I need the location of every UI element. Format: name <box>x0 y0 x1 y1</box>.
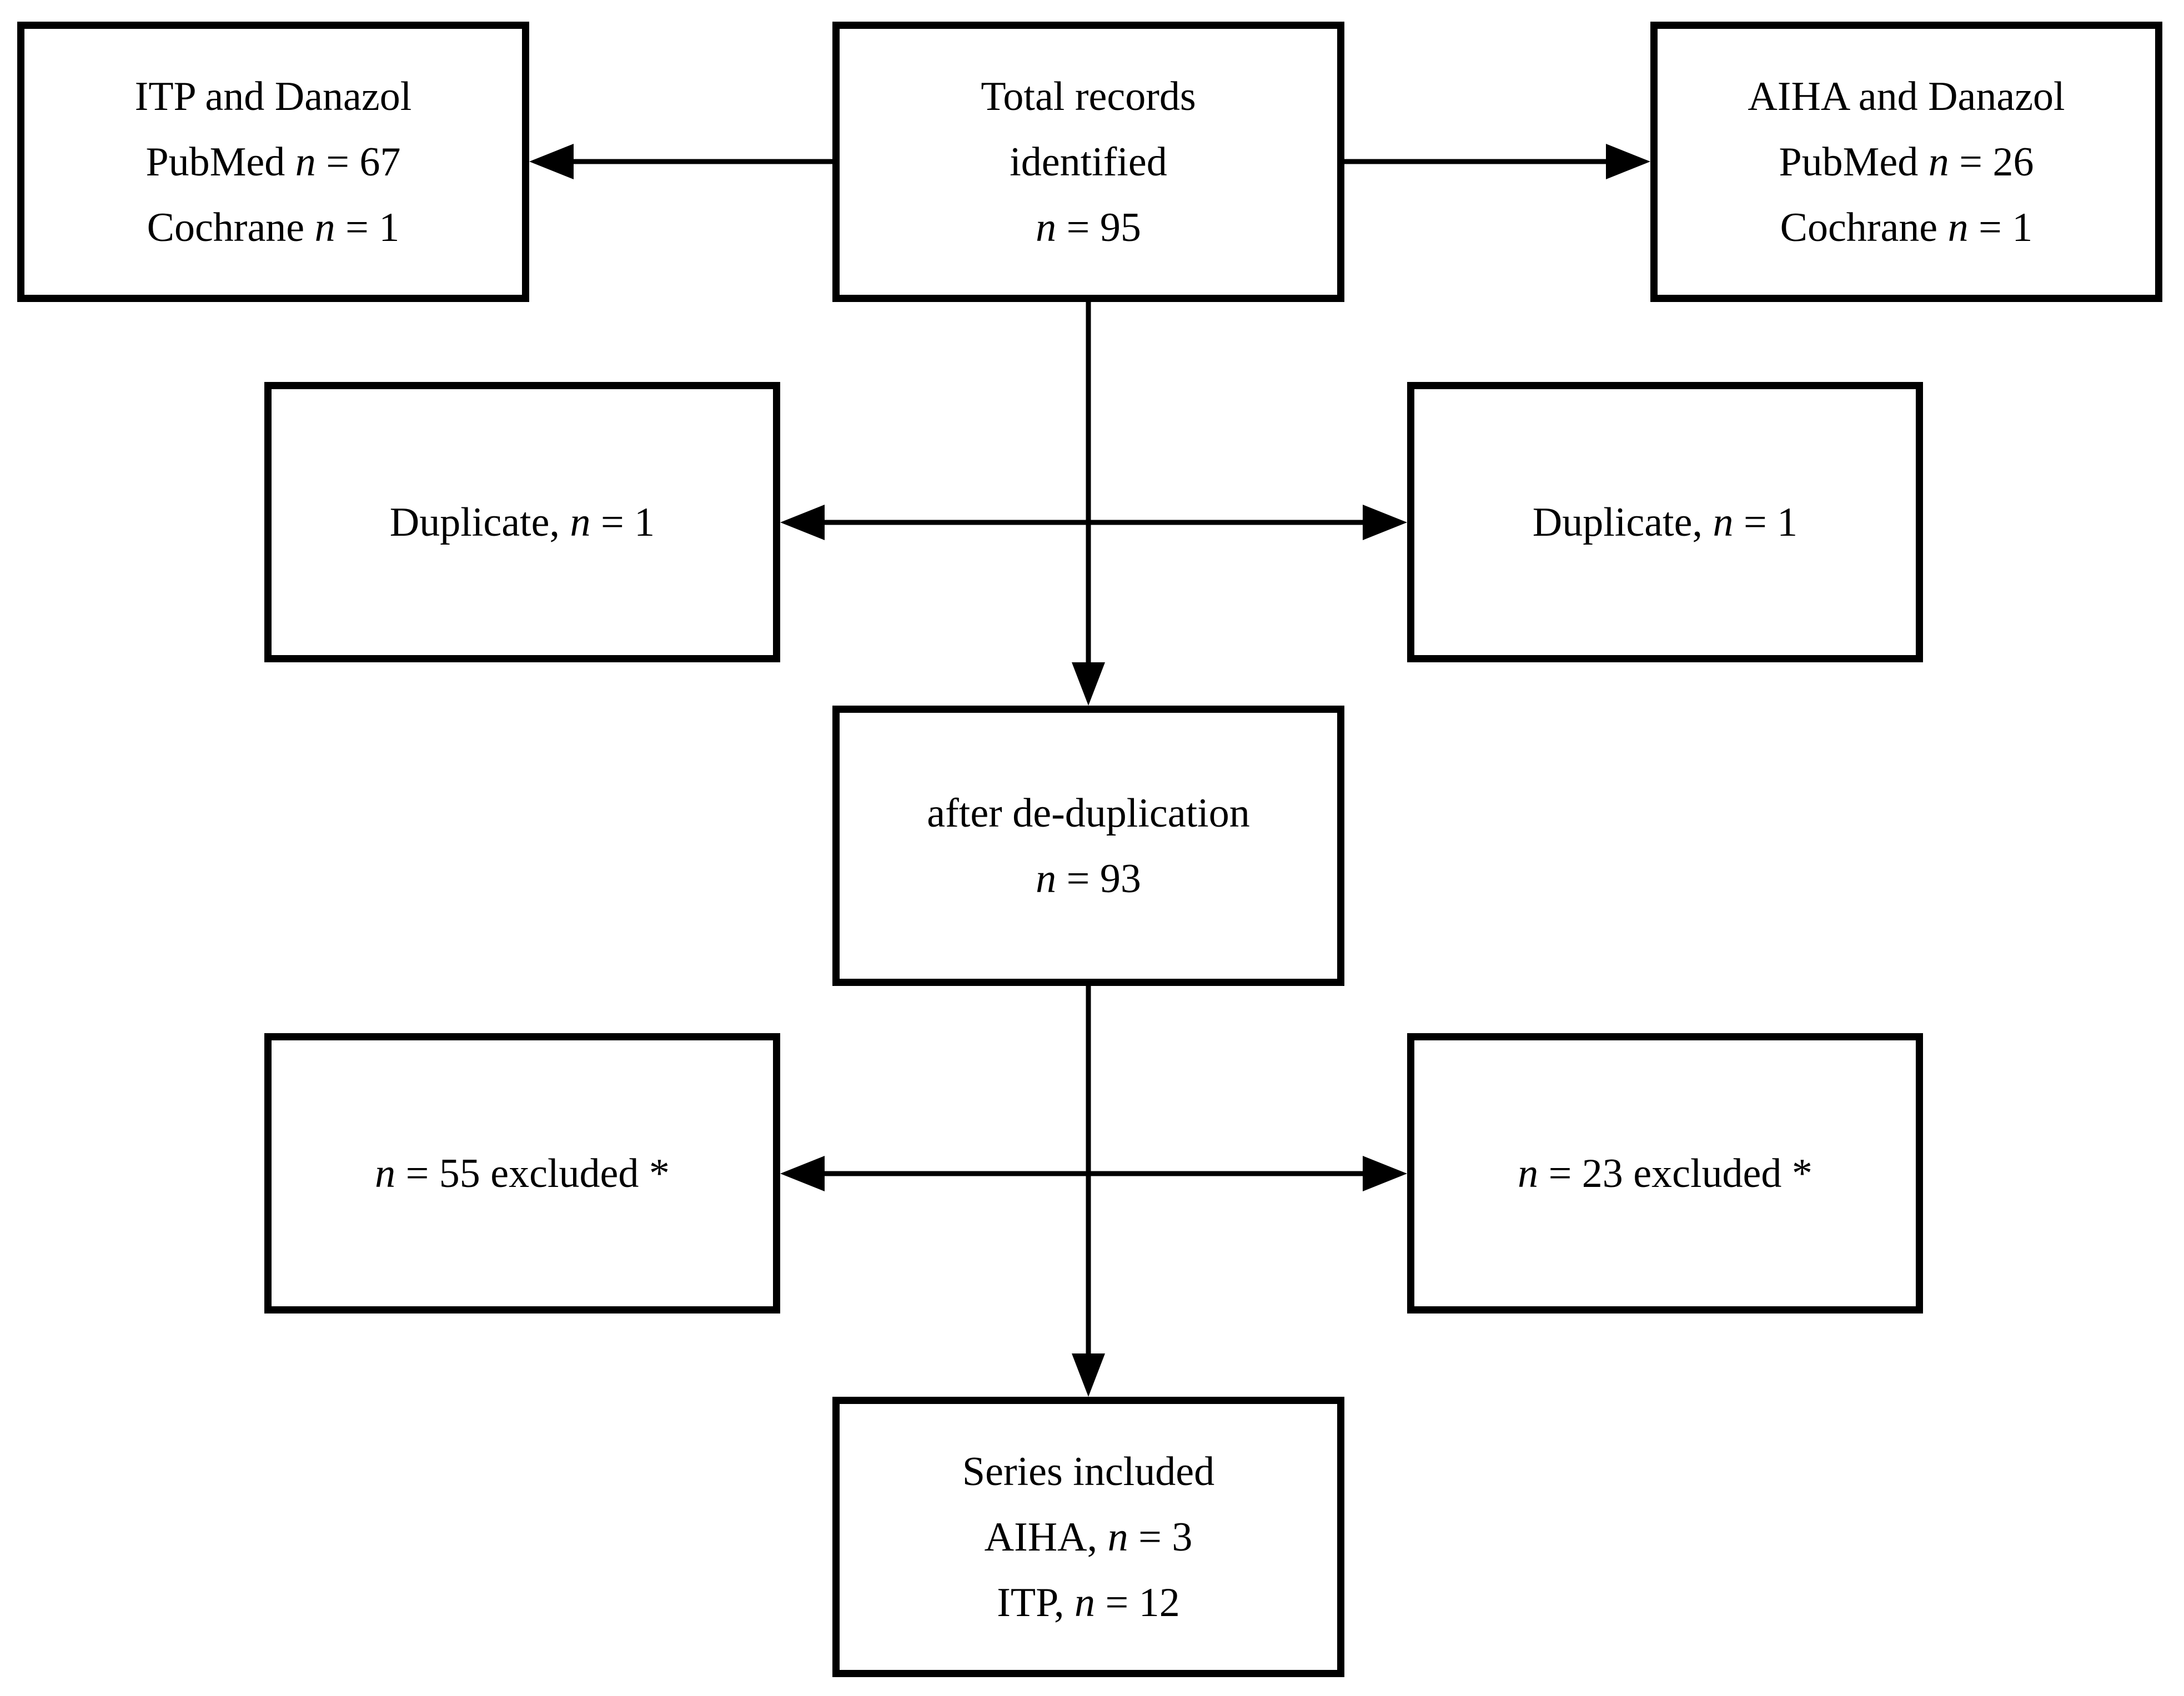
box-excluded-aiha: n = 23 excluded * <box>1407 1033 1923 1313</box>
box-aiha-danazol-search: AIHA and Danazol PubMed n = 26 Cochrane … <box>1650 22 2162 302</box>
box-duplicate-right: Duplicate, n = 1 <box>1407 382 1923 662</box>
box-line: ITP, n = 12 <box>997 1579 1180 1625</box>
box-line: n = 95 <box>1036 204 1141 250</box>
box-total-records-identified: Total records identified n = 95 <box>832 22 1344 302</box>
box-line: Duplicate, n = 1 <box>389 499 655 545</box>
arrow-duplicate-left-head <box>780 505 825 540</box>
box-excluded-itp: n = 55 excluded * <box>264 1033 780 1313</box>
arrow-duplicate-right-head <box>1363 505 1407 540</box>
box-line: Cochrane n = 1 <box>1780 204 2033 250</box>
box-line: identified <box>1010 139 1167 185</box>
box-line: n = 23 excluded * <box>1518 1150 1813 1196</box>
box-line: n = 93 <box>1036 855 1141 902</box>
arrow-total-to-aiha-head <box>1606 144 1650 179</box>
box-line: ITP and Danazol <box>134 73 412 119</box>
box-line: Cochrane n = 1 <box>147 204 400 250</box>
box-line: Series included <box>962 1448 1215 1494</box>
arrow-dedup-to-included-head <box>1072 1353 1105 1397</box>
box-line: Duplicate, n = 1 <box>1532 499 1798 545</box>
box-duplicate-left: Duplicate, n = 1 <box>264 382 780 662</box>
box-line: Total records <box>981 73 1196 119</box>
box-line: n = 55 excluded * <box>375 1150 670 1196</box>
box-line: PubMed n = 67 <box>145 139 401 185</box>
arrow-total-to-dedup-head <box>1072 662 1105 706</box>
arrow-excluded-left-head <box>780 1156 825 1191</box>
box-series-included: Series included AIHA, n = 3 ITP, n = 12 <box>832 1397 1344 1677</box>
arrow-excluded-right-head <box>1363 1156 1407 1191</box>
box-line: AIHA, n = 3 <box>984 1514 1193 1560</box>
arrow-total-to-itp-head <box>529 144 574 179</box>
box-after-deduplication: after de-duplication n = 93 <box>832 706 1344 986</box>
box-line: after de-duplication <box>927 790 1250 836</box>
box-itp-danazol-search: ITP and Danazol PubMed n = 67 Cochrane n… <box>17 22 529 302</box>
box-line: AIHA and Danazol <box>1748 73 2065 119</box>
box-line: PubMed n = 26 <box>1779 139 2034 185</box>
